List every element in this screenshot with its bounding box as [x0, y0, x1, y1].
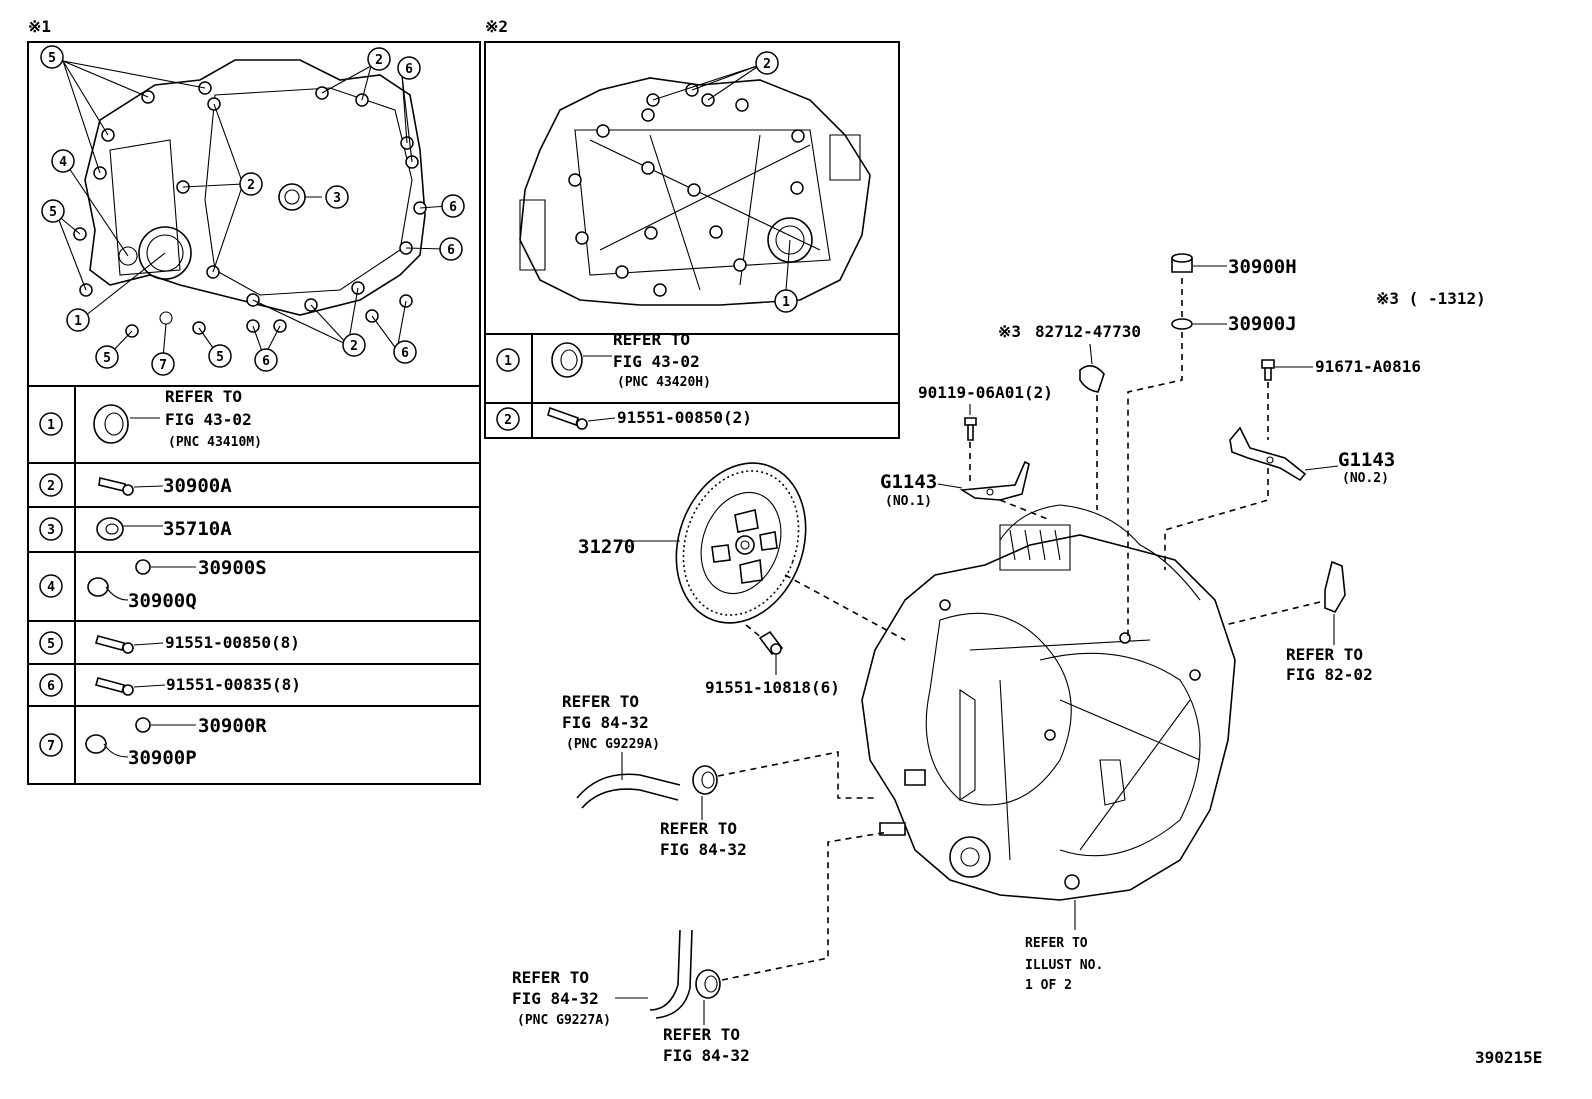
row3-part: 35710A — [163, 518, 232, 540]
hose-g9227a — [649, 929, 693, 1019]
refer-hose2-line1: REFER TO — [512, 968, 589, 987]
transmission-case-rear-view: 2 1 — [519, 51, 871, 313]
t2-row2-part: 91551-00850(2) — [617, 408, 752, 427]
diagram-code: 390215E — [1475, 1048, 1542, 1067]
part-30900H-label: 30900H — [1228, 256, 1297, 278]
hose-g9229a — [576, 773, 681, 809]
callout-6: 6 — [449, 200, 457, 215]
t2-row1-fig: FIG 43-02 — [613, 352, 700, 371]
sensor-part — [1324, 560, 1346, 613]
part-91551-10818-label: 91551-10818(6) — [705, 678, 840, 697]
refer-fig82-line1: REFER TO — [1286, 645, 1363, 664]
row-num-3: 3 — [47, 523, 55, 538]
g1143-no2-label: G1143 — [1338, 449, 1395, 471]
refer-hose1-line2: FIG 84-32 — [562, 713, 649, 732]
row5-part: 91551-00850(8) — [165, 633, 300, 652]
row-num-6: 6 — [47, 679, 55, 694]
refer-hose1-line3: (PNC G9229A) — [566, 737, 660, 752]
callout-6: 6 — [447, 243, 455, 258]
row4-part-a: 30900S — [198, 557, 267, 579]
row6-part: 91551-00835(8) — [166, 675, 301, 694]
inset-1-frame — [27, 41, 481, 785]
part-91671-label: 91671-A0816 — [1315, 357, 1421, 376]
refer-hose2-line3: (PNC G9227A) — [517, 1013, 611, 1028]
part-82712-47730-label: 82712-47730 — [1035, 322, 1141, 341]
refer-illust-line2: ILLUST NO. — [1025, 958, 1103, 973]
row2-part: 30900A — [163, 475, 232, 497]
part-90119-label: 90119-06A01(2) — [918, 383, 1053, 402]
clutch-disc — [675, 462, 807, 624]
mark-3-range-note: ※3 ( -1312) — [1376, 289, 1486, 308]
row7-part-a: 30900R — [198, 715, 267, 737]
refer-fig82-line2: FIG 82-02 — [1286, 665, 1373, 684]
g1143-no2-sub: (NO.2) — [1342, 471, 1389, 486]
callout-5: 5 — [103, 351, 111, 366]
refer-hose2-line2: FIG 84-32 — [512, 989, 599, 1008]
inset-1-parts-table: 1 2 3 4 5 6 7 REFER TO FIG 43-02 (PNC 43… — [28, 386, 480, 784]
callout-5: 5 — [216, 350, 224, 365]
bracket-g1143-no1 — [959, 460, 1030, 501]
refer-clamp2-line2: FIG 84-32 — [663, 1046, 750, 1065]
refer-clamp1-line2: FIG 84-32 — [660, 840, 747, 859]
t2-row-num-2: 2 — [504, 413, 512, 428]
t2-row-num-1: 1 — [504, 354, 512, 369]
transaxle-assembly — [861, 504, 1236, 901]
refer-clamp1-line1: REFER TO — [660, 819, 737, 838]
clip-82712 — [1079, 365, 1105, 393]
mark-1-label: ※1 — [28, 17, 51, 36]
bolt-90119 — [964, 417, 977, 441]
g1143-no1-sub: (NO.1) — [885, 494, 932, 509]
row-num-5: 5 — [47, 637, 55, 652]
bolt-91671 — [1261, 359, 1275, 381]
callout-6: 6 — [262, 354, 270, 369]
part-31270-label: 31270 — [578, 536, 635, 558]
callout-1: 1 — [782, 295, 790, 310]
g1143-no1-label: G1143 — [880, 471, 937, 493]
row7-part-b: 30900P — [128, 747, 197, 769]
row-num-2: 2 — [47, 479, 55, 494]
callout-3: 3 — [333, 191, 341, 206]
row-num-1: 1 — [47, 418, 55, 433]
clamp-1 — [692, 765, 718, 795]
callout-5: 5 — [48, 51, 56, 66]
callout-4: 4 — [59, 155, 67, 170]
refer-illust-line3: 1 OF 2 — [1025, 978, 1072, 993]
refer-illust-line1: REFER TO — [1025, 936, 1088, 951]
transmission-case-front-view — [73, 59, 427, 338]
part-30900J-label: 30900J — [1228, 313, 1297, 335]
callout-5: 5 — [49, 205, 57, 220]
callout-2: 2 — [247, 178, 255, 193]
row1-refer: REFER TO — [165, 387, 242, 406]
t2-row1-pnc: (PNC 43420H) — [617, 375, 711, 390]
row4-part-b: 30900Q — [128, 590, 197, 612]
callout-2: 2 — [763, 57, 771, 72]
row-num-7: 7 — [47, 739, 55, 754]
callout-6: 6 — [405, 62, 413, 77]
mark-2-label: ※2 — [485, 17, 508, 36]
mark-3-label: ※3 — [998, 322, 1021, 341]
t2-row1-refer: REFER TO — [613, 330, 690, 349]
inset-2-frame — [484, 41, 900, 439]
row-num-4: 4 — [47, 580, 55, 595]
refer-hose1-line1: REFER TO — [562, 692, 639, 711]
callout-7: 7 — [159, 358, 167, 373]
callout-2: 2 — [375, 53, 383, 68]
callout-6: 6 — [401, 346, 409, 361]
refer-clamp2-line1: REFER TO — [663, 1025, 740, 1044]
washer-30900J — [1171, 318, 1193, 330]
clamp-2 — [695, 969, 721, 999]
inset-2-parts-table: 1 2 REFER TO FIG 43-02 (PNC 43420H) 9155… — [496, 330, 752, 431]
bracket-g1143-no2 — [1229, 426, 1307, 482]
callout-2: 2 — [350, 339, 358, 354]
row1-pnc: (PNC 43410M) — [168, 435, 262, 450]
row1-fig: FIG 43-02 — [165, 410, 252, 429]
callout-1: 1 — [74, 314, 82, 329]
plug-30900H — [1171, 253, 1193, 273]
inset-1-callouts: 5 2 6 2 3 6 6 4 5 1 2 6 5 7 5 6 — [40, 45, 465, 376]
clutch-bolt — [758, 630, 784, 656]
